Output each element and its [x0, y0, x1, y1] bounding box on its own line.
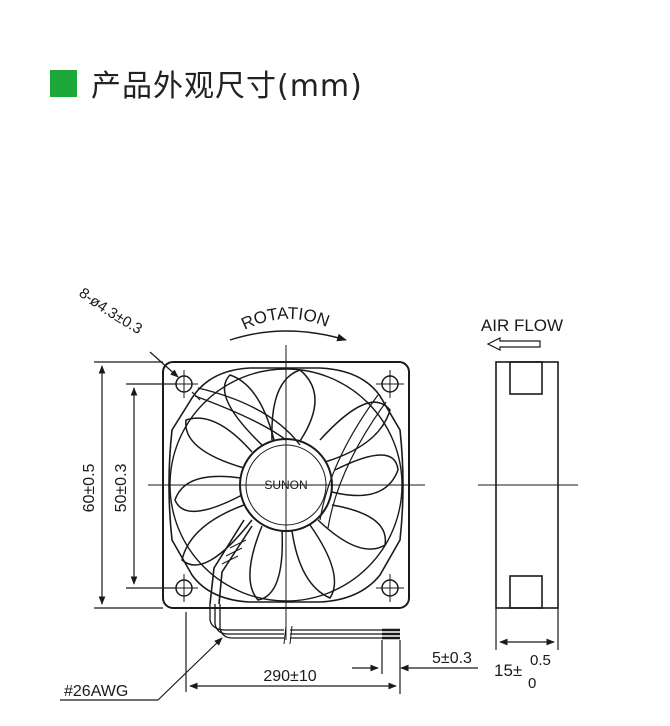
dimension-lead-length-label: 290±10 [263, 668, 316, 685]
lead-wires [209, 604, 400, 645]
fan-front-view [148, 345, 425, 640]
fan-blades [174, 369, 399, 601]
center-lines [148, 345, 425, 640]
green-square-icon [50, 69, 77, 97]
rotation-indicator: ROTATION [229, 304, 347, 342]
dimension-outer-label: 60±0.5 [81, 463, 98, 512]
dimension-hole-pitch [126, 383, 176, 589]
brand-label: SUNON [264, 478, 307, 492]
page-title: 产品外观尺寸(mm) [91, 69, 363, 104]
fan-side-view [478, 361, 578, 609]
dimension-lead-strip-label: 5±0.3 [432, 650, 472, 667]
rotation-label: ROTATION [238, 304, 332, 334]
dimension-thickness-label: 15± [494, 661, 522, 680]
wire-channel [209, 519, 245, 605]
section-heading: 产品外观尺寸(mm) [50, 58, 363, 108]
hole-spec-callout: 8-ø4.3±0.3 [76, 285, 201, 401]
dimension-hole-pitch-label: 50±0.3 [113, 463, 130, 512]
hole-spec-label: 8-ø4.3±0.3 [76, 285, 146, 338]
wire-gauge-label: #26AWG [64, 683, 128, 700]
thickness-tolerance-lower: 0 [528, 675, 536, 692]
airflow-label: AIR FLOW [481, 316, 563, 335]
wire-strut [194, 395, 287, 441]
airflow-arrow [486, 337, 541, 351]
dimension-lead-length [185, 612, 401, 694]
fan-shroud [168, 367, 404, 603]
dimension-thickness [495, 608, 559, 650]
dimension-lead-strip [352, 640, 478, 674]
wire-gauge-callout [60, 637, 223, 701]
dimension-outer [94, 361, 163, 609]
thickness-tolerance-upper: 0.5 [530, 652, 551, 669]
